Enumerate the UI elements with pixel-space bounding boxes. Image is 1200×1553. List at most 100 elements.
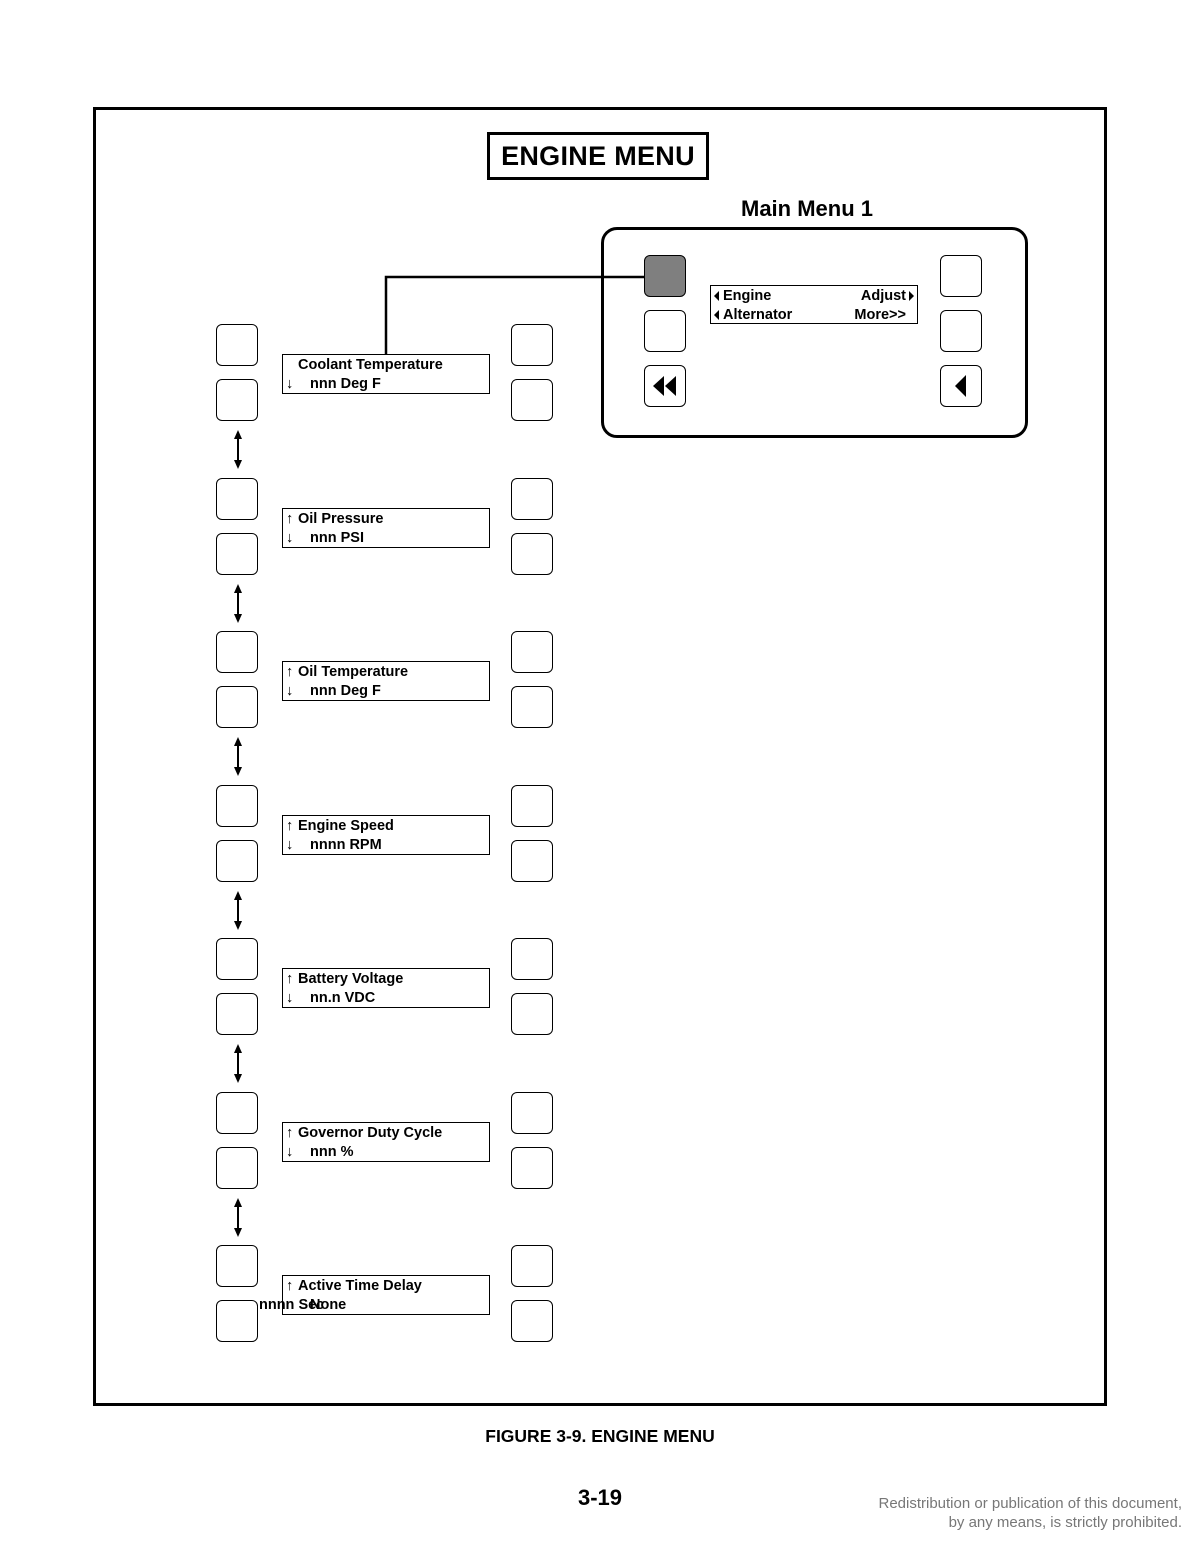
down-arrow-icon: ↓ bbox=[286, 376, 294, 392]
double-left-arrow-icon bbox=[653, 376, 676, 396]
scroll-up-arrowhead-icon bbox=[234, 1198, 242, 1207]
screen-5-display: ↑Battery Voltage↓ nn.n VDC bbox=[282, 968, 490, 1008]
screen-6-left-lower-button[interactable] bbox=[216, 1147, 258, 1189]
screen-5-left-lower-button[interactable] bbox=[216, 993, 258, 1035]
up-arrow-icon: ↑ bbox=[286, 971, 294, 987]
screen-6-right-upper-button[interactable] bbox=[511, 1092, 553, 1134]
display-line-1-text: Coolant Temperature bbox=[298, 357, 443, 373]
screen-7-right-lower-button[interactable] bbox=[511, 1300, 553, 1342]
display-line-2: ↓ nnn Deg F bbox=[286, 376, 381, 392]
page-title-text: ENGINE MENU bbox=[501, 140, 695, 171]
screen-7-left-lower-button[interactable] bbox=[216, 1300, 258, 1342]
screen-3-left-lower-button[interactable] bbox=[216, 686, 258, 728]
display-line-2-text: nnnn RPM bbox=[310, 837, 382, 853]
navigation-arrows bbox=[234, 430, 242, 1237]
display-line-1: ↑Oil Pressure bbox=[286, 511, 383, 527]
scroll-up-arrowhead-icon bbox=[234, 430, 242, 439]
scroll-down-arrowhead-icon bbox=[234, 767, 242, 776]
main-menu-button-top-right[interactable] bbox=[940, 255, 982, 297]
menu-option-alternator: Alternator bbox=[723, 307, 793, 323]
main-menu-panel bbox=[601, 227, 1028, 438]
down-arrow-icon: ↓ bbox=[286, 1144, 294, 1160]
down-arrow-icon: ↓ bbox=[286, 530, 294, 546]
screen-2-left-upper-button[interactable] bbox=[216, 478, 258, 520]
scroll-down-arrowhead-icon bbox=[234, 921, 242, 930]
main-menu-button-bottom-right[interactable] bbox=[940, 310, 982, 352]
up-arrow-icon: ↑ bbox=[286, 664, 294, 680]
display-line-2-text: nnn Deg F bbox=[310, 683, 381, 699]
screen-2-right-upper-button[interactable] bbox=[511, 478, 553, 520]
figure-caption: FIGURE 3-9. ENGINE MENU bbox=[485, 1426, 715, 1446]
down-arrow-icon: ↓ bbox=[286, 683, 294, 699]
screen-3-display: ↑Oil Temperature↓nnn Deg F bbox=[282, 661, 490, 701]
display-line-2-text: nnn PSI bbox=[310, 530, 364, 546]
display-line-2: ↓ nnnn RPM bbox=[286, 837, 382, 853]
screen-5-right-upper-button[interactable] bbox=[511, 938, 553, 980]
notice-line-2: by any means, is strictly prohibited. bbox=[948, 1514, 1182, 1531]
screen-6-left-upper-button[interactable] bbox=[216, 1092, 258, 1134]
menu-option-adjust: Adjust bbox=[860, 288, 906, 304]
screen-3-right-lower-button[interactable] bbox=[511, 686, 553, 728]
main-menu-button-bottom-left[interactable] bbox=[644, 310, 686, 352]
display-line-1-text: Oil Pressure bbox=[298, 511, 384, 527]
scroll-down-arrowhead-icon bbox=[234, 1228, 242, 1237]
display-line-1-text: Battery Voltage bbox=[298, 971, 404, 987]
screen-4-display: ↑Engine Speed↓nnnn RPM bbox=[282, 815, 490, 855]
main-menu-display-row-1: Engine Adjust bbox=[714, 287, 914, 305]
screen-4-right-lower-button[interactable] bbox=[511, 840, 553, 882]
screen-5-right-lower-button[interactable] bbox=[511, 993, 553, 1035]
up-arrow-icon: ↑ bbox=[286, 511, 294, 527]
display-line-2: ↓nnn % bbox=[286, 1144, 354, 1160]
display-line-1-text: Engine Speed bbox=[298, 818, 394, 834]
screen-4-left-lower-button[interactable] bbox=[216, 840, 258, 882]
main-menu-display-row-2: Alternator More>> bbox=[714, 306, 914, 324]
display-line-1: ↑Engine Speed bbox=[286, 818, 394, 834]
screen-2-left-lower-button[interactable] bbox=[216, 533, 258, 575]
screen-1-left-upper-button[interactable] bbox=[216, 324, 258, 366]
menu-option-more: More>> bbox=[854, 307, 906, 323]
display-line-1: ↑Governor Duty Cycle bbox=[286, 1125, 442, 1141]
screen-2-right-lower-button[interactable] bbox=[511, 533, 553, 575]
display-line-1: ↑Active Time Delay bbox=[286, 1278, 422, 1294]
screen-5-left-upper-button[interactable] bbox=[216, 938, 258, 980]
menu-option-engine: Engine bbox=[723, 288, 772, 304]
left-pointer-icon bbox=[714, 291, 719, 301]
screen-1-right-lower-button[interactable] bbox=[511, 379, 553, 421]
display-line-2-text: nnn Deg F bbox=[310, 376, 381, 392]
display-line-2-text: None bbox=[310, 1297, 347, 1313]
page-number: 3-19 bbox=[577, 1485, 623, 1510]
display-line-2: ↓ nnn Deg F bbox=[286, 683, 381, 699]
display-line-1-text: Governor Duty Cycle bbox=[298, 1125, 443, 1141]
screen-1-right-upper-button[interactable] bbox=[511, 324, 553, 366]
right-pointer-icon bbox=[909, 291, 914, 301]
display-line-1: Coolant Temperature bbox=[286, 357, 443, 373]
down-arrow-icon: ↓ bbox=[286, 837, 294, 853]
back-button[interactable] bbox=[940, 365, 982, 407]
screen-3-left-upper-button[interactable] bbox=[216, 631, 258, 673]
display-line-2: ↓ nnn PSI bbox=[286, 530, 364, 546]
screen-7-left-upper-button[interactable] bbox=[216, 1245, 258, 1287]
up-arrow-icon: ↑ bbox=[286, 1125, 294, 1141]
screen-1-left-lower-button[interactable] bbox=[216, 379, 258, 421]
left-pointer-icon bbox=[714, 310, 719, 320]
screen-7-right-upper-button[interactable] bbox=[511, 1245, 553, 1287]
left-arrow-icon bbox=[955, 375, 966, 397]
screen-1-display: Coolant Temperature↓ nnn Deg F bbox=[282, 354, 490, 394]
scroll-up-arrowhead-icon bbox=[234, 737, 242, 746]
screen-3-right-upper-button[interactable] bbox=[511, 631, 553, 673]
down-arrow-icon: ↓ bbox=[286, 990, 294, 1006]
main-menu-label: Main Menu 1 bbox=[741, 196, 874, 221]
home-button[interactable] bbox=[644, 365, 686, 407]
screen-6-right-lower-button[interactable] bbox=[511, 1147, 553, 1189]
display-line-2: ↓ nn.n VDC bbox=[286, 990, 375, 1006]
scroll-down-arrowhead-icon bbox=[234, 614, 242, 623]
screen-4-right-upper-button[interactable] bbox=[511, 785, 553, 827]
main-menu-button-top-left-pressed[interactable] bbox=[644, 255, 686, 297]
connector-line bbox=[384, 275, 644, 354]
screen-4-left-upper-button[interactable] bbox=[216, 785, 258, 827]
display-line-2-text: nn.n VDC bbox=[310, 990, 376, 1006]
up-arrow-icon: ↑ bbox=[286, 818, 294, 834]
screen-6-display: ↑Governor Duty Cycle ↓nnn % bbox=[282, 1122, 490, 1162]
